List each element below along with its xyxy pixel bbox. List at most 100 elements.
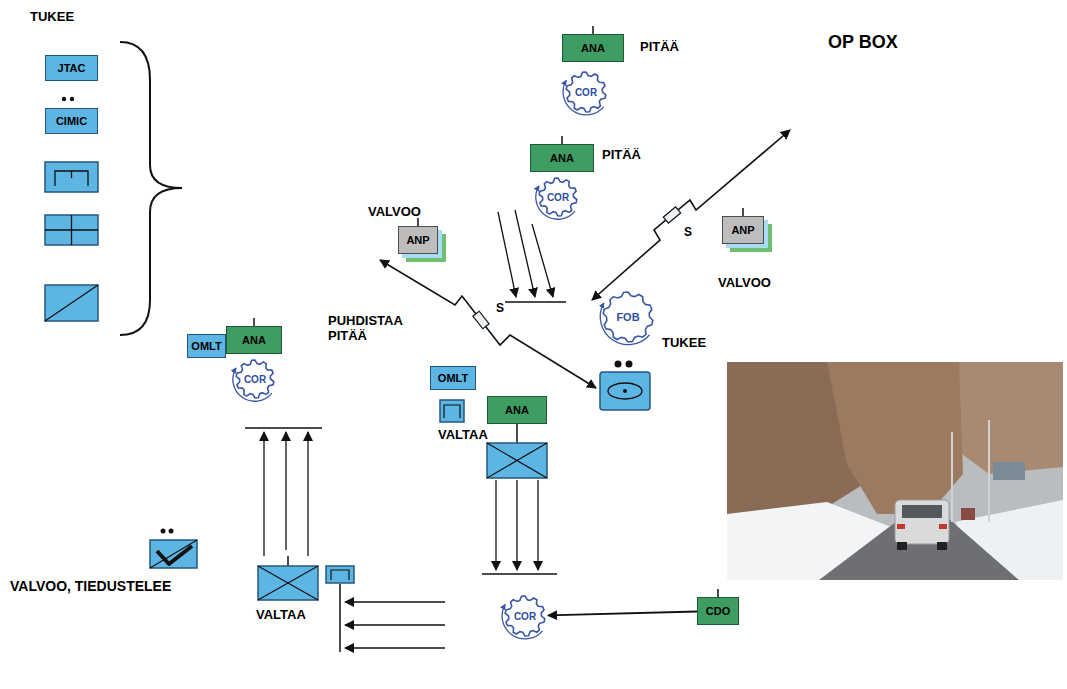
symbol-dot <box>615 361 622 368</box>
task-label: VALTAA <box>256 608 306 623</box>
task-label: PUHDISTAA PITÄÄ <box>328 314 402 344</box>
unit-name: ANA <box>550 152 574 164</box>
task-label: PITÄÄ <box>602 148 641 163</box>
movement-arrow <box>345 624 445 625</box>
movement-arrow <box>515 210 535 297</box>
photo-car-light <box>939 524 947 529</box>
boundary-symbol <box>663 207 680 223</box>
boundary-symbol <box>473 311 489 329</box>
gear-teeth <box>603 292 653 342</box>
recon-symbol <box>150 540 197 568</box>
symbol-dot <box>62 97 66 101</box>
unit-symbol <box>45 215 98 245</box>
base-gear: COR <box>536 176 580 218</box>
unit-name: CIMIC <box>56 115 87 127</box>
symbol-dot <box>626 361 633 368</box>
unit-mark <box>45 215 98 245</box>
police-unit-box: ANP <box>398 226 438 254</box>
unit-mark <box>608 383 642 399</box>
gear-teeth <box>505 596 545 636</box>
movement-arrow <box>285 432 286 550</box>
rotation-arrow <box>502 605 543 639</box>
recon-mark <box>150 540 197 568</box>
task-label: TUKEE <box>662 336 706 351</box>
phase-line <box>339 584 341 652</box>
curly-bracket <box>120 42 182 335</box>
task-label: VALVOO <box>718 276 771 291</box>
rotation-arrow <box>233 368 272 401</box>
unit-name: OMLT <box>438 372 468 384</box>
symbol-dot <box>161 529 166 534</box>
movement-arrow <box>495 480 496 570</box>
unit-symbol <box>45 285 98 321</box>
task-label: VALTAA <box>438 428 488 443</box>
unit-box: JTAC <box>45 55 98 81</box>
road-photo <box>727 362 1063 580</box>
op-box-region: OP BOXANACORANACORANACOROMLTANACOR <box>220 8 882 684</box>
photo-car-tire <box>897 542 907 550</box>
task-label: TUKEE <box>30 10 74 25</box>
base-gear: FOB <box>600 290 656 344</box>
region-polygon <box>225 12 805 682</box>
task-label: VALVOO, TIEDUSTELEE <box>10 578 171 594</box>
connector-arrow <box>548 612 697 616</box>
unit-name: ANP <box>406 234 429 246</box>
unit-name: JTAC <box>58 62 86 74</box>
police-unit-box: ANP <box>722 216 764 244</box>
unit-symbol <box>326 566 354 583</box>
gear-teeth <box>236 360 274 398</box>
photo-sign <box>993 462 1025 480</box>
photo-cliff <box>947 362 1063 474</box>
symbol-dot <box>70 97 74 101</box>
symbol-dot <box>169 529 174 534</box>
movement-arrow <box>307 432 308 556</box>
base-gear: COR <box>563 70 609 114</box>
rotation-arrow <box>536 186 575 219</box>
unit-name: COR <box>575 87 597 98</box>
unit-name: COR <box>547 192 569 203</box>
unit-mark <box>623 389 627 393</box>
unit-symbol <box>600 372 650 410</box>
movement-arrow <box>537 480 538 570</box>
unit-box: CIMIC <box>45 108 98 134</box>
photo-car-window <box>902 505 942 518</box>
base-gear: COR <box>502 594 548 638</box>
photo-car-tire <box>937 542 947 550</box>
unit-name: ANP <box>731 224 754 236</box>
ana-unit-box: ANA <box>562 34 624 62</box>
phase-line <box>505 301 566 303</box>
phase-line <box>482 573 557 575</box>
unit-symbol <box>45 162 98 192</box>
unit-box: OMLT <box>430 366 476 390</box>
task-label: S <box>684 226 692 240</box>
base-gear: COR <box>233 358 277 400</box>
unit-box: OMLT <box>187 334 226 358</box>
rotation-arrow <box>563 81 604 115</box>
unit-mark <box>444 405 460 418</box>
rotation-arrow <box>600 303 649 345</box>
infantry-symbol <box>487 443 547 478</box>
phase-line <box>245 427 322 429</box>
photo-car <box>895 500 949 544</box>
unit-name: COR <box>514 611 536 622</box>
unit-name: ANA <box>505 404 529 416</box>
gear-teeth <box>539 178 577 216</box>
photo-sky <box>727 362 1063 580</box>
infantry-mark <box>487 443 547 478</box>
unit-name: OMLT <box>191 340 221 352</box>
region-heading: OP BOX <box>828 32 898 53</box>
photo-car-light <box>897 524 905 529</box>
recon-mark <box>157 546 192 564</box>
unit-name: CDO <box>706 605 730 617</box>
ana-unit-box: ANA <box>226 326 282 354</box>
movement-arrow <box>532 224 553 297</box>
movement-arrow <box>498 212 516 297</box>
boundary-line <box>592 130 790 300</box>
boundary-line <box>380 260 596 388</box>
unit-symbol <box>440 400 464 422</box>
task-label: PITÄÄ <box>640 40 679 55</box>
movement-arrow <box>345 647 445 648</box>
movement-arrow <box>263 432 264 556</box>
unit-name: COR <box>244 374 266 385</box>
movement-arrow <box>516 480 517 570</box>
